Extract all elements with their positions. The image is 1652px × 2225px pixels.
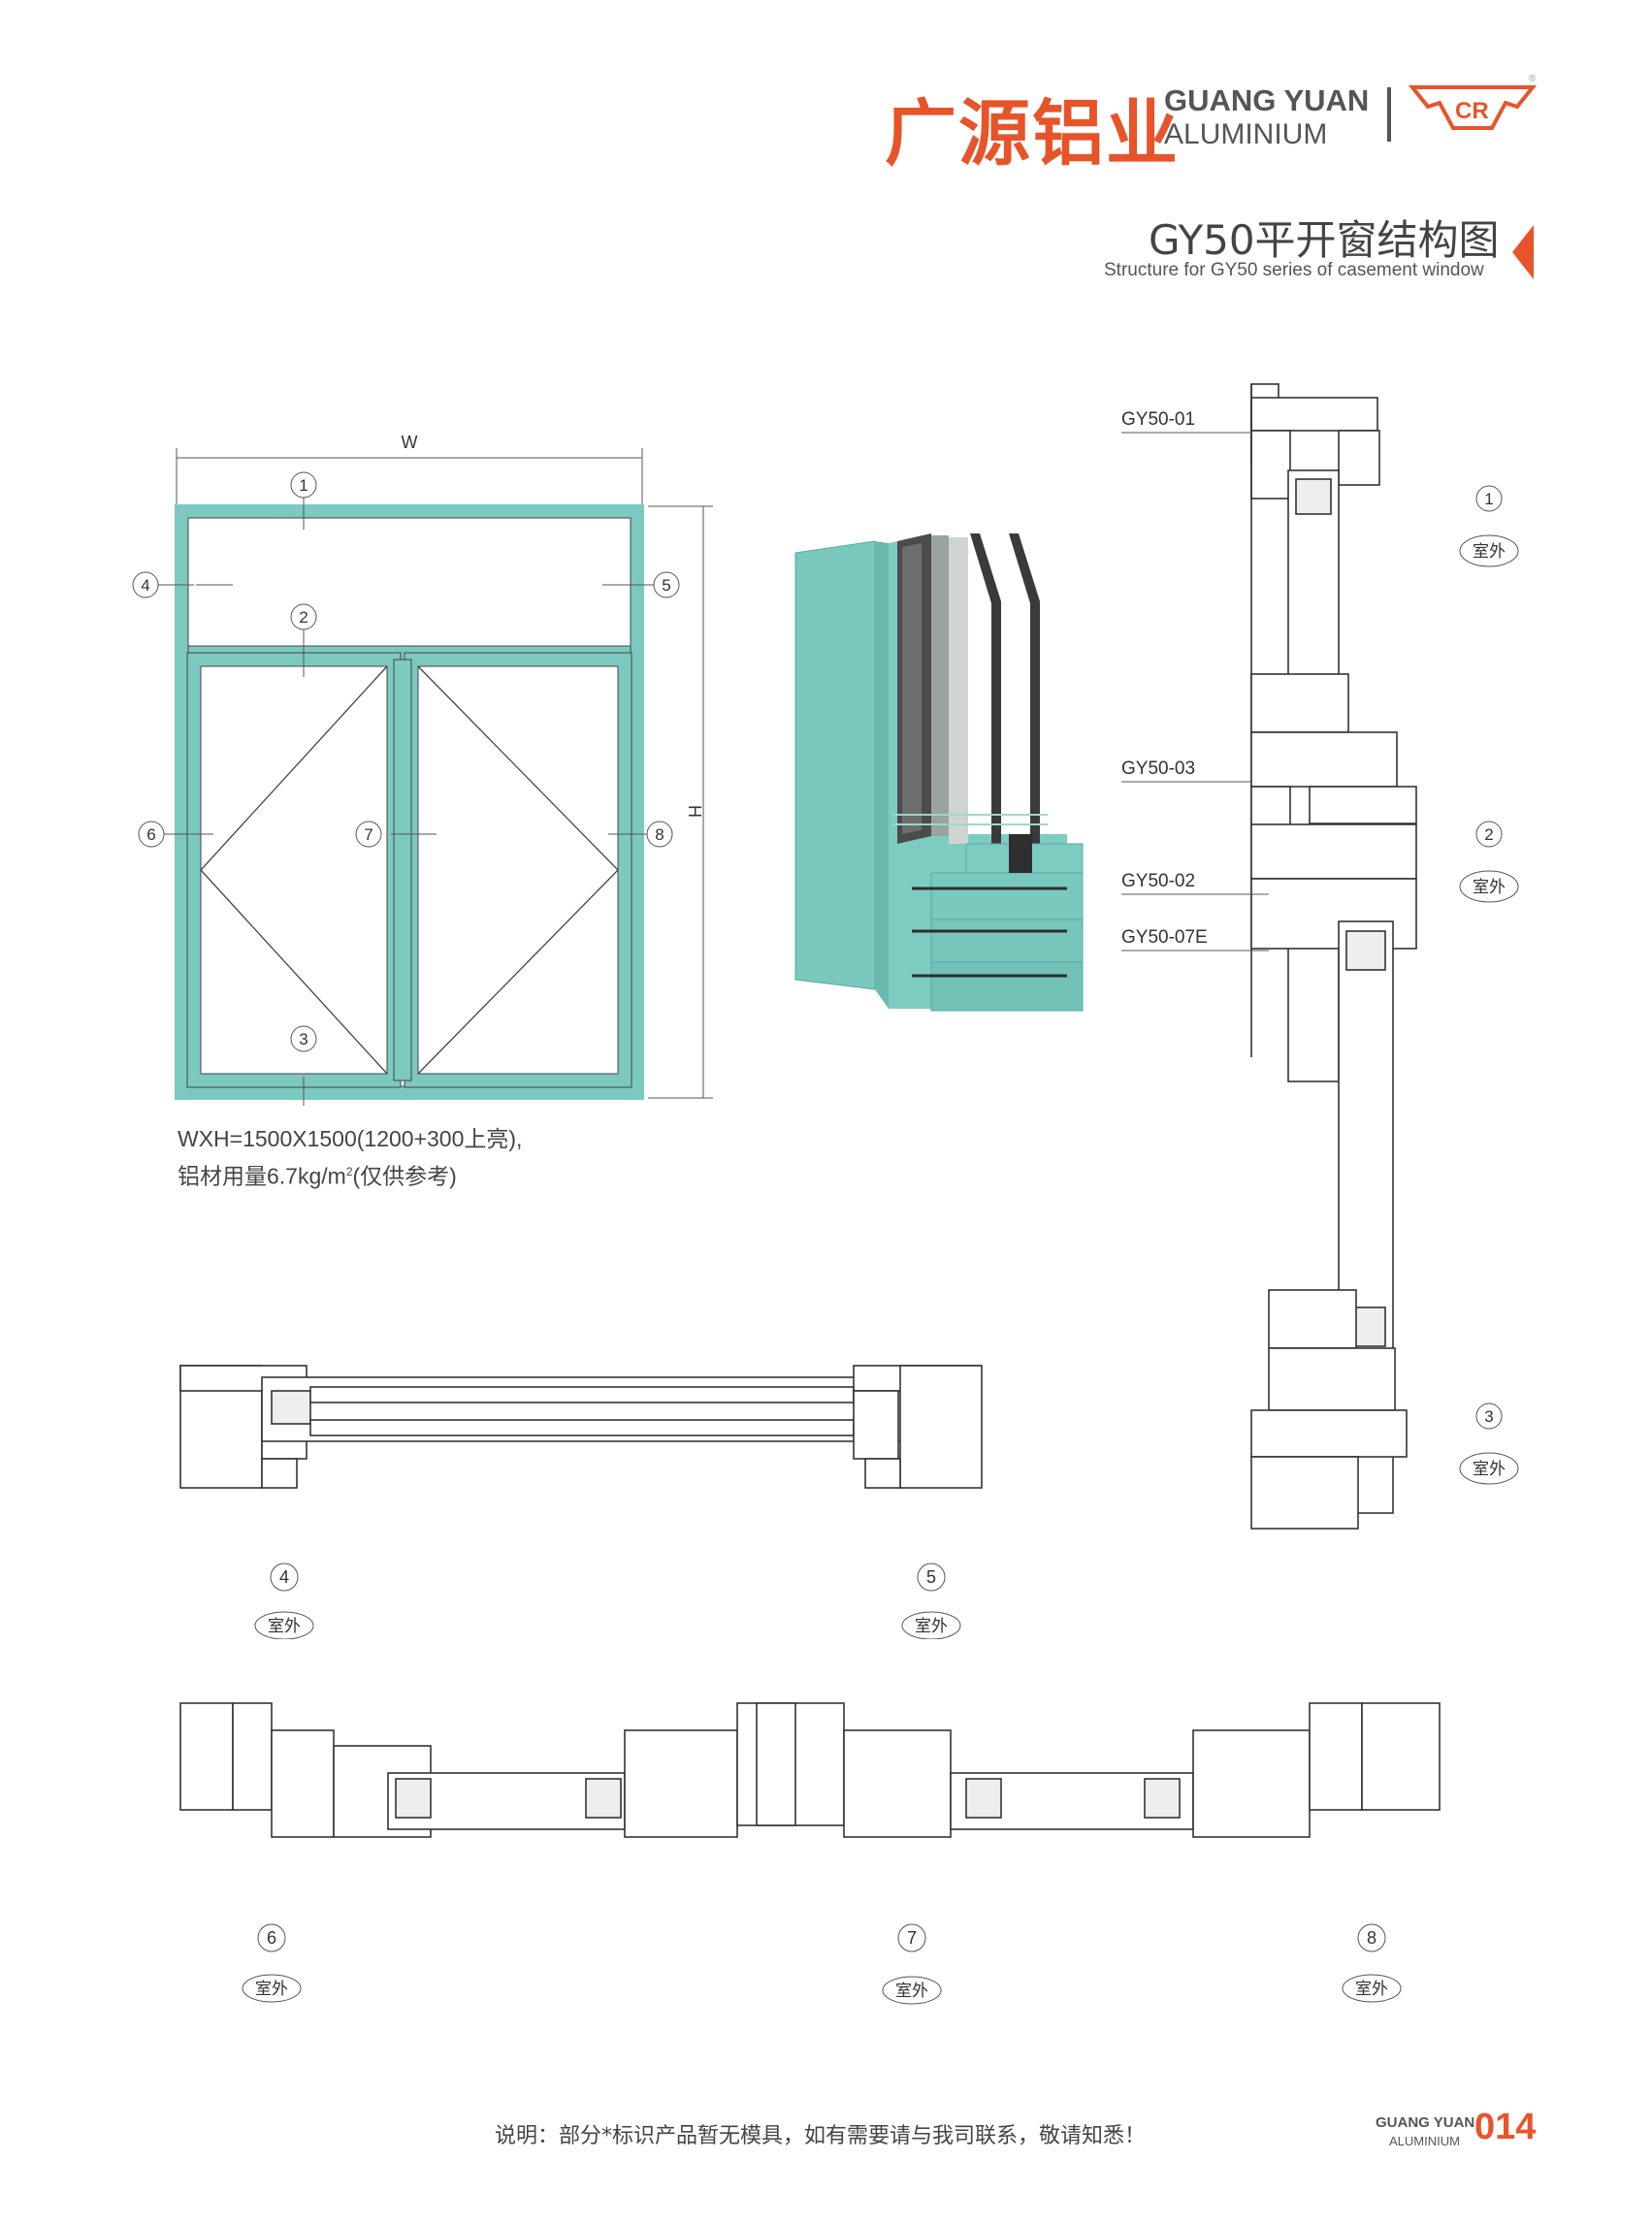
section-marker-6: 6 xyxy=(257,1923,286,1952)
svg-text:1: 1 xyxy=(299,476,308,495)
svg-text:1: 1 xyxy=(1484,490,1493,508)
svg-text:7: 7 xyxy=(907,1928,917,1948)
footer-note: 说明：部分*标识产品暂无模具，如有需要请与我司联系，敬请知悉！ xyxy=(495,2124,1147,2148)
outdoor-badge-2: 室外 xyxy=(1459,870,1519,903)
svg-text:6: 6 xyxy=(146,825,155,844)
svg-text:6: 6 xyxy=(267,1928,276,1948)
svg-text:8: 8 xyxy=(655,825,664,844)
svg-text:5: 5 xyxy=(662,576,670,595)
height-label: H xyxy=(685,805,704,818)
outdoor-badge-3: 室外 xyxy=(1459,1452,1519,1485)
svg-text:CR: CR xyxy=(1455,98,1489,124)
section-marker-5: 5 xyxy=(917,1563,946,1592)
page-title-en: Structure for GY50 series of casement wi… xyxy=(1104,260,1484,280)
note-line-1: WXH=1500X1500(1200+300上亮), xyxy=(178,1126,523,1151)
section-marker-2: 2 xyxy=(1475,821,1503,848)
svg-text:2: 2 xyxy=(1484,825,1493,844)
horizontal-section-4-5: 4 室外 5 室外 xyxy=(179,1365,983,1639)
footer-brand-line1: GUANG YUAN xyxy=(1376,2114,1475,2131)
svg-text:室外: 室外 xyxy=(1473,1460,1506,1478)
svg-text:2: 2 xyxy=(299,608,308,627)
window-elevation: W H 1 4 5 2 6 7 8 3 xyxy=(132,433,713,1106)
page-title-cn: GY50平开窗结构图 xyxy=(1149,216,1500,264)
profile-label-gy50-01: GY50-01 xyxy=(1121,409,1195,430)
brand-name-en-line2: ALUMINIUM xyxy=(1164,118,1328,150)
brand-logo-icon: CR ® xyxy=(1408,74,1538,130)
width-label: W xyxy=(402,433,418,452)
note-line-2: 铝材用量6.7kg/m2(仅供参考) xyxy=(178,1163,457,1189)
marker-1: 1 xyxy=(290,471,317,499)
marker-4: 4 xyxy=(132,571,159,598)
title-marker-icon xyxy=(1512,225,1534,279)
svg-text:室外: 室外 xyxy=(268,1617,301,1635)
material-note: WXH=1500X1500(1200+300上亮), 铝材用量6.7kg/m2(… xyxy=(178,1122,522,1193)
footer-brand-line2: ALUMINIUM xyxy=(1389,2134,1460,2148)
svg-text:室外: 室外 xyxy=(255,1980,288,1998)
outdoor-badge-8: 室外 xyxy=(1342,1974,1402,2003)
outdoor-badge-1: 室外 xyxy=(1459,534,1519,567)
outdoor-badge-7: 室外 xyxy=(882,1976,942,2005)
svg-text:8: 8 xyxy=(1367,1928,1377,1948)
page-number: 014 xyxy=(1474,2107,1537,2147)
outdoor-badge-4: 室外 xyxy=(254,1611,314,1639)
profile-label-gy50-02: GY50-02 xyxy=(1121,871,1195,891)
marker-7: 7 xyxy=(355,821,382,848)
section-marker-1: 1 xyxy=(1475,485,1503,512)
svg-text:4: 4 xyxy=(279,1567,289,1587)
svg-text:室外: 室外 xyxy=(895,1982,928,2000)
marker-3: 3 xyxy=(290,1025,317,1052)
svg-text:3: 3 xyxy=(299,1030,308,1048)
svg-text:室外: 室外 xyxy=(1355,1980,1388,1998)
profile-label-gy50-03: GY50-03 xyxy=(1121,758,1195,779)
marker-5: 5 xyxy=(653,571,680,598)
svg-text:室外: 室外 xyxy=(1473,878,1506,896)
svg-text:室外: 室外 xyxy=(915,1617,948,1635)
registered-mark: ® xyxy=(1529,74,1537,84)
marker-2: 2 xyxy=(290,603,317,630)
marker-8: 8 xyxy=(646,821,673,848)
profile-corner-render xyxy=(794,533,1084,1012)
brand-name-en-line1: GUANG YUAN xyxy=(1164,83,1370,117)
svg-text:3: 3 xyxy=(1484,1407,1493,1426)
horizontal-section-6-7-8: 6 室外 7 室外 8 室外 xyxy=(179,1702,1441,2005)
svg-text:5: 5 xyxy=(926,1567,936,1587)
brand-divider xyxy=(1387,87,1391,142)
profile-label-gy50-07e: GY50-07E xyxy=(1121,927,1208,948)
section-marker-8: 8 xyxy=(1357,1923,1386,1952)
outdoor-badge-6: 室外 xyxy=(242,1974,302,2003)
marker-6: 6 xyxy=(138,821,165,848)
vertical-section: GY50-01 GY50-03 GY50-02 GY50-07E 1 室外 2 … xyxy=(1121,383,1519,1530)
section-marker-3: 3 xyxy=(1475,1403,1503,1430)
brand-name-cn: 广源铝业 xyxy=(885,92,1180,176)
svg-text:室外: 室外 xyxy=(1473,542,1506,561)
section-marker-7: 7 xyxy=(897,1923,926,1952)
svg-text:7: 7 xyxy=(364,825,373,844)
svg-text:4: 4 xyxy=(141,576,149,595)
section-marker-4: 4 xyxy=(270,1563,299,1592)
outdoor-badge-5: 室外 xyxy=(901,1611,961,1639)
